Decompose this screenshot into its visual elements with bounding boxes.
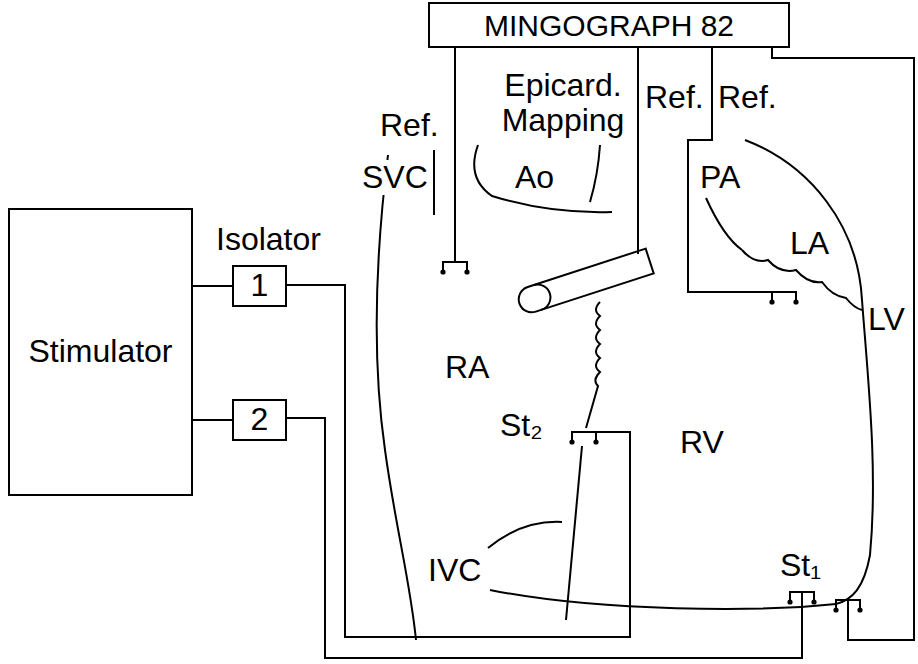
electrode-dot xyxy=(769,299,774,304)
connector-wire xyxy=(193,285,232,287)
electrode-dot xyxy=(593,439,598,444)
lead-wire xyxy=(637,48,639,254)
isolator-box: 2 xyxy=(232,399,287,441)
electrode-dot xyxy=(833,607,838,612)
electrode-dot xyxy=(857,607,862,612)
electrode-symbol xyxy=(569,432,598,445)
part-label: Ao xyxy=(515,160,554,195)
electrode-symbol xyxy=(833,600,862,613)
electrode-symbol xyxy=(443,262,467,270)
part-label: SVC xyxy=(360,160,430,195)
electrode-symbol xyxy=(790,592,814,600)
box-text: Stimulator xyxy=(28,334,172,369)
ventricle-wall xyxy=(490,590,836,609)
stimulator-box: Stimulator xyxy=(8,208,193,496)
electrode-dot xyxy=(787,599,792,604)
electrode-symbol xyxy=(772,292,796,300)
part-label: LV xyxy=(868,302,905,337)
part-label: PA xyxy=(700,160,740,195)
part-label: LA xyxy=(790,226,829,261)
connector-wire xyxy=(193,419,232,421)
electrode-dot xyxy=(569,439,574,444)
aorta-wall xyxy=(590,145,600,202)
electrode-symbol xyxy=(572,432,596,440)
part-label: Ref. xyxy=(718,80,777,115)
box-text: 1 xyxy=(251,268,269,303)
isolator-box: 1 xyxy=(232,265,287,307)
electrode-symbol xyxy=(769,292,798,305)
part-label: Ref. xyxy=(645,80,704,115)
part-label: IVC xyxy=(428,553,481,588)
recorder-box: MINGOGRAPH 82 xyxy=(428,2,790,48)
electrode-symbol xyxy=(836,600,860,608)
probe-body xyxy=(515,249,653,316)
artery-wall xyxy=(706,198,742,250)
part-label: Epicard. Mapping xyxy=(498,68,628,138)
vena-cava-wall xyxy=(488,522,562,548)
lead-wire xyxy=(454,48,456,262)
stimulus-wire xyxy=(287,418,802,658)
part-label: Ref. xyxy=(380,108,439,143)
septum-wall xyxy=(566,446,582,620)
box-text: MINGOGRAPH 82 xyxy=(484,9,734,42)
part-label: St₂ xyxy=(500,408,543,443)
electrode-symbol xyxy=(440,262,469,275)
probe-tip xyxy=(533,281,553,310)
lead-wire xyxy=(772,48,914,640)
ventricle-wall xyxy=(745,140,873,604)
part-label: RA xyxy=(445,350,489,385)
box-text: 2 xyxy=(251,402,269,437)
component-label: Isolator xyxy=(216,222,321,257)
electrode-dot xyxy=(793,299,798,304)
electrode-dot xyxy=(811,599,816,604)
electrode-symbol xyxy=(787,592,816,605)
vena-cava-wall xyxy=(433,150,435,215)
atrium-wall xyxy=(377,155,416,640)
aorta-wall xyxy=(474,145,612,212)
mapping-probe xyxy=(515,249,653,316)
part-label: RV xyxy=(680,425,724,460)
electrode-dot xyxy=(440,269,445,274)
electrode-dot xyxy=(464,269,469,274)
stimulus-wire xyxy=(287,285,630,637)
septum-wall xyxy=(586,302,600,428)
part-label: St₁ xyxy=(780,548,821,583)
